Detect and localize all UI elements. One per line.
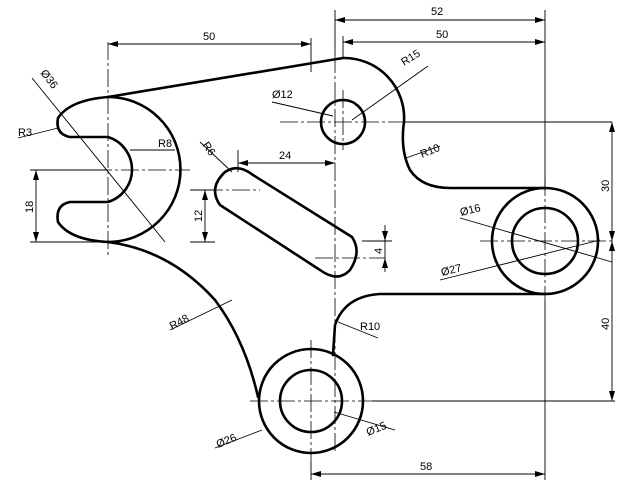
dim-r48: R48 — [168, 313, 191, 333]
dimension-labels: 52 50 50 R15 Ø12 Ø36 R3 R8 R6 24 R10 30 … — [18, 6, 612, 473]
dim-24: 24 — [279, 150, 291, 162]
dimension-lines — [17, 10, 615, 480]
dim-phi16: Ø16 — [459, 202, 482, 219]
dim-30: 30 — [600, 180, 612, 192]
dim-phi26: Ø26 — [215, 432, 239, 451]
dim-4: 4 — [373, 248, 385, 254]
dim-r15: R15 — [399, 48, 422, 69]
dim-18: 18 — [24, 201, 36, 213]
dim-phi36: Ø36 — [38, 67, 60, 91]
dim-58: 58 — [420, 461, 432, 473]
dim-12: 12 — [193, 210, 205, 222]
part-outline — [56, 56, 600, 455]
dim-phi15: Ø15 — [365, 420, 389, 439]
dim-phi27: Ø27 — [440, 262, 463, 279]
dim-r10-top: R10 — [419, 142, 442, 161]
slanted-slot — [213, 166, 358, 278]
center-lines — [40, 42, 612, 462]
dim-r10-bottom: R10 — [360, 321, 380, 333]
dim-r8: R8 — [158, 138, 172, 150]
dim-phi12: Ø12 — [272, 89, 293, 101]
dim-50-left: 50 — [203, 31, 215, 43]
dim-52: 52 — [431, 6, 443, 18]
dim-40: 40 — [600, 318, 612, 330]
dim-50-top: 50 — [436, 29, 448, 41]
dim-r3: R3 — [18, 127, 32, 139]
